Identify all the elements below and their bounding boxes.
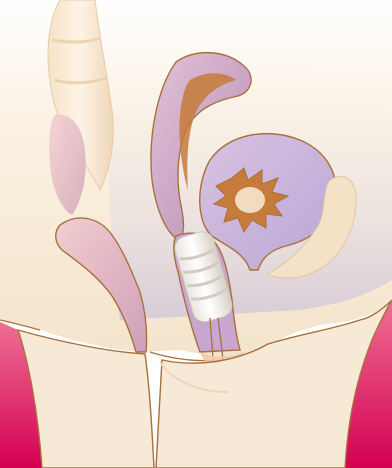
bladder-center — [235, 187, 265, 213]
